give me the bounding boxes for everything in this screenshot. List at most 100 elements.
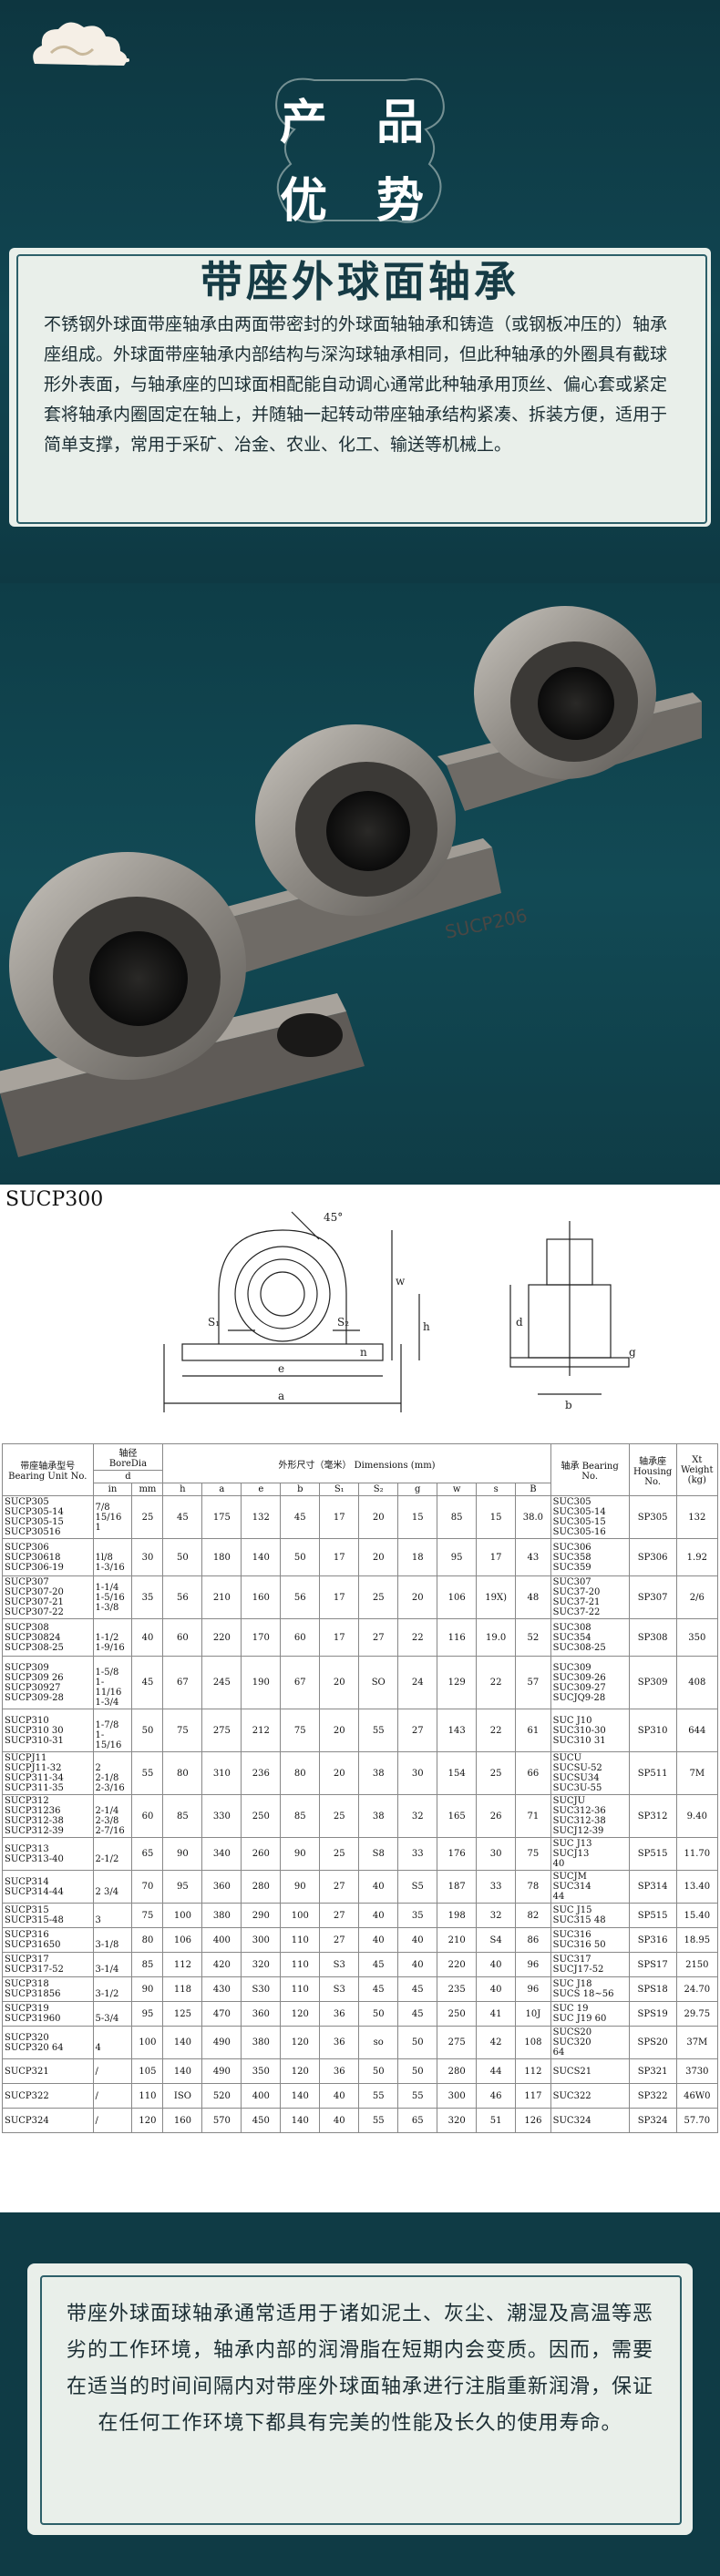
th-bearing: 轴承 Bearing No. <box>550 1443 630 1496</box>
table-cell-s1: 20 <box>319 1656 360 1709</box>
dim-angle: 45° <box>324 1211 343 1224</box>
table-cell-weight: 57.70 <box>675 2108 719 2133</box>
table-cell-b: 110 <box>280 1927 321 1953</box>
bearing-unit-back <box>437 606 702 811</box>
table-cell-b: 117 <box>515 2083 551 2109</box>
table-cell-unit: SUCP316 SUCP31650 <box>2 1927 94 1953</box>
table-cell-w: 300 <box>437 2083 478 2109</box>
table-cell-e: 450 <box>241 2108 282 2133</box>
table-row: SUCP309 SUCP309 26 SUCP30927 SUCP309-28 … <box>2 1656 719 1709</box>
table-cell-bearing: SUC J13 SUCJ13 40 <box>550 1837 630 1871</box>
table-cell-s1: 25 <box>319 1837 360 1871</box>
table-cell-a: 570 <box>201 2108 242 2133</box>
table-cell-s2: 50 <box>358 2001 399 2027</box>
table-cell-mm: 80 <box>131 1927 164 1953</box>
table-cell-s: 25 <box>476 1751 517 1795</box>
table-cell-inch: 3-1/2 <box>92 1976 133 2002</box>
table-cell-a: 220 <box>201 1618 242 1657</box>
table-cell-g: 65 <box>397 2108 438 2133</box>
table-cell-bearing: SUCU SUCSU-52 SUCSU34 SUC3U-55 <box>550 1751 630 1795</box>
table-cell-h: 45 <box>162 1495 203 1539</box>
table-cell-bearing: SUC309 SUC309-26 SUC309-27 SUCJQ9-28 <box>550 1656 630 1709</box>
table-cell-s1: 25 <box>319 1794 360 1838</box>
table-cell-w: 143 <box>437 1709 478 1752</box>
dim-g: g <box>629 1346 636 1359</box>
table-cell-h: 90 <box>162 1837 203 1871</box>
table-cell-e: 190 <box>241 1656 282 1709</box>
table-cell-b: 86 <box>515 1927 551 1953</box>
table-cell-unit: SUCP312 SUCP31236 SUCP312-38 SUCP312-39 <box>2 1794 94 1838</box>
table-cell-s: 41 <box>476 2001 517 2027</box>
table-cell-s2: so <box>358 2026 399 2059</box>
table-cell-a: 175 <box>201 1495 242 1539</box>
table-cell-w: 176 <box>437 1837 478 1871</box>
table-cell-w: 210 <box>437 1927 478 1953</box>
table-cell-b: 43 <box>515 1538 551 1576</box>
table-cell-housing: SP515 <box>628 1903 677 1928</box>
table-cell-inch: 1-1/4 1-5/16 1-3/8 <box>92 1575 133 1619</box>
table-cell-b: 90 <box>280 1870 321 1904</box>
table-cell-housing: SP306 <box>628 1538 677 1576</box>
table-cell-mm: 110 <box>131 2083 164 2109</box>
table-cell-inch: / <box>92 2083 133 2109</box>
th-weight: Xt Weight (kg) <box>675 1443 719 1496</box>
table-cell-s1: 36 <box>319 2026 360 2059</box>
table-cell-mm: 90 <box>131 1976 164 2002</box>
table-cell-w: 106 <box>437 1575 478 1619</box>
table-cell-w: 280 <box>437 2058 478 2084</box>
table-cell-s1: 17 <box>319 1618 360 1657</box>
table-cell-g: 45 <box>397 1976 438 2002</box>
table-cell-s1: 17 <box>319 1538 360 1576</box>
table-cell-unit: SUCP324 <box>2 2108 94 2133</box>
th-dim-col: g <box>397 1483 438 1496</box>
table-cell-housing: SP305 <box>628 1495 677 1539</box>
product-photo-section: SUCP206 <box>0 583 720 1185</box>
table-cell-weight: 11.70 <box>675 1837 719 1871</box>
table-row: SUCP312 SUCP31236 SUCP312-38 SUCP312-39 … <box>2 1794 719 1838</box>
table-cell-b: 10J <box>515 2001 551 2027</box>
table-cell-h: 80 <box>162 1751 203 1795</box>
table-cell-inch: 3 <box>92 1903 133 1928</box>
table-cell-e: 380 <box>241 2026 282 2059</box>
table-cell-b: 38.0 <box>515 1495 551 1539</box>
table-cell-a: 245 <box>201 1656 242 1709</box>
table-cell-a: 490 <box>201 2058 242 2084</box>
table-cell-b: 120 <box>280 2026 321 2059</box>
table-cell-w: 154 <box>437 1751 478 1795</box>
th-d: d <box>92 1470 164 1483</box>
table-cell-h: ISO <box>162 2083 203 2109</box>
table-cell-b: 108 <box>515 2026 551 2059</box>
table-cell-a: 400 <box>201 1927 242 1953</box>
table-cell-mm: 60 <box>131 1794 164 1838</box>
table-cell-housing: SP511 <box>628 1751 677 1795</box>
table-cell-s1: 20 <box>319 1709 360 1752</box>
table-cell-g: 32 <box>397 1794 438 1838</box>
table-cell-g: 40 <box>397 1927 438 1953</box>
th-housing: 轴承座 Housing No. <box>628 1443 677 1496</box>
table-cell-s: 17 <box>476 1538 517 1576</box>
table-cell-mm: 55 <box>131 1751 164 1795</box>
table-cell-weight: 29.75 <box>675 2001 719 2027</box>
table-cell-h: 75 <box>162 1709 203 1752</box>
table-cell-e: 350 <box>241 2058 282 2084</box>
table-cell-g: 30 <box>397 1751 438 1795</box>
table-cell-w: 129 <box>437 1656 478 1709</box>
table-cell-unit: SUCP309 SUCP309 26 SUCP30927 SUCP309-28 <box>2 1656 94 1709</box>
table-cell-a: 180 <box>201 1538 242 1576</box>
table-cell-g: 22 <box>397 1618 438 1657</box>
table-cell-weight: 2150 <box>675 1952 719 1977</box>
table-cell-s2: 45 <box>358 1952 399 1977</box>
table-cell-g: 50 <box>397 2026 438 2059</box>
table-cell-b: 85 <box>280 1794 321 1838</box>
table-cell-e: 320 <box>241 1952 282 1977</box>
table-cell-h: 118 <box>162 1976 203 2002</box>
table-cell-s1: 36 <box>319 2058 360 2084</box>
table-cell-weight: 46W0 <box>675 2083 719 2109</box>
table-cell-housing: SP309 <box>628 1656 677 1709</box>
